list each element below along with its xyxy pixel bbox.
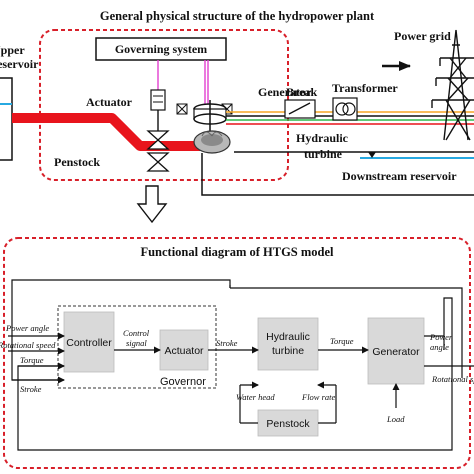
upstream-label-1: Upper	[0, 43, 25, 57]
generator-block	[367, 317, 425, 385]
turbine-label: turbine	[304, 147, 343, 161]
governing-system-label: Governing system	[115, 42, 207, 56]
control-wires	[157, 60, 209, 110]
hydraulic-label: Hydraulic	[296, 131, 349, 145]
control-signal-label-1: Control	[123, 328, 150, 338]
transformer-icon	[332, 97, 358, 121]
penstock-block-label: Penstock	[266, 418, 310, 430]
flow-rate-label: Flow rate	[301, 392, 336, 402]
load-label: Load	[386, 414, 405, 424]
break-label: Break	[286, 85, 317, 99]
breaker-icon	[284, 99, 316, 119]
controller-label: Controller	[66, 337, 112, 349]
input-arrows	[8, 332, 474, 424]
generator-block-label: Generator	[372, 346, 420, 358]
hydraulic-block-label-1: Hydraulic	[266, 331, 310, 343]
upstream-label-2: reservoir	[0, 57, 39, 71]
valve-icon	[146, 130, 170, 172]
in-stroke-label: Stroke	[20, 384, 42, 394]
hydraulic-block-label-2: turbine	[272, 345, 304, 357]
governing-system-box	[95, 37, 227, 61]
bearing-icons	[176, 103, 233, 115]
upper-reservoir: Upper reservoir	[0, 43, 39, 161]
penstock-pipe	[12, 113, 200, 151]
in-power-angle-label: Power angle	[5, 323, 49, 333]
down-arrow-icon	[136, 185, 168, 224]
top-title: General physical structure of the hydrop…	[100, 9, 375, 23]
htgs-boundary	[3, 237, 471, 469]
actuator-block	[159, 329, 209, 371]
bottom-title: Functional diagram of HTGS model	[140, 245, 334, 259]
out-power-angle-label-1: Power	[429, 332, 453, 342]
water-head-label: Water head	[236, 392, 275, 402]
actuator-symbol	[150, 89, 166, 134]
draft-tube	[201, 153, 474, 196]
in-torque-label: Torque	[20, 355, 44, 365]
generator-label: Generator	[258, 85, 312, 99]
generator-turbine-icon	[193, 100, 231, 154]
actuator-block-label: Actuator	[164, 345, 204, 357]
hydraulic-turbine-block	[257, 317, 319, 371]
downstream-label: Downstream reservoir	[342, 169, 457, 183]
water-level-icon	[368, 152, 376, 158]
in-rotational-speed-label: Rotational speed	[0, 340, 56, 350]
stroke-label: Stroke	[216, 338, 238, 348]
penstock-block	[257, 409, 319, 437]
controller-block	[63, 311, 115, 373]
out-power-angle-label-2: angle	[430, 342, 449, 352]
torque-label: Torque	[330, 336, 354, 346]
transmission-tower-icon	[431, 29, 474, 141]
penstock-label: Penstock	[54, 155, 100, 169]
actuator-label: Actuator	[86, 95, 133, 109]
power-grid-label: Power grid	[394, 29, 451, 43]
out-rotational-speed-label: Rotational speed	[431, 374, 474, 384]
transformer-label: Transformer	[332, 81, 398, 95]
control-signal-label-2: signal	[126, 338, 147, 348]
governor-label: Governor	[160, 376, 206, 388]
